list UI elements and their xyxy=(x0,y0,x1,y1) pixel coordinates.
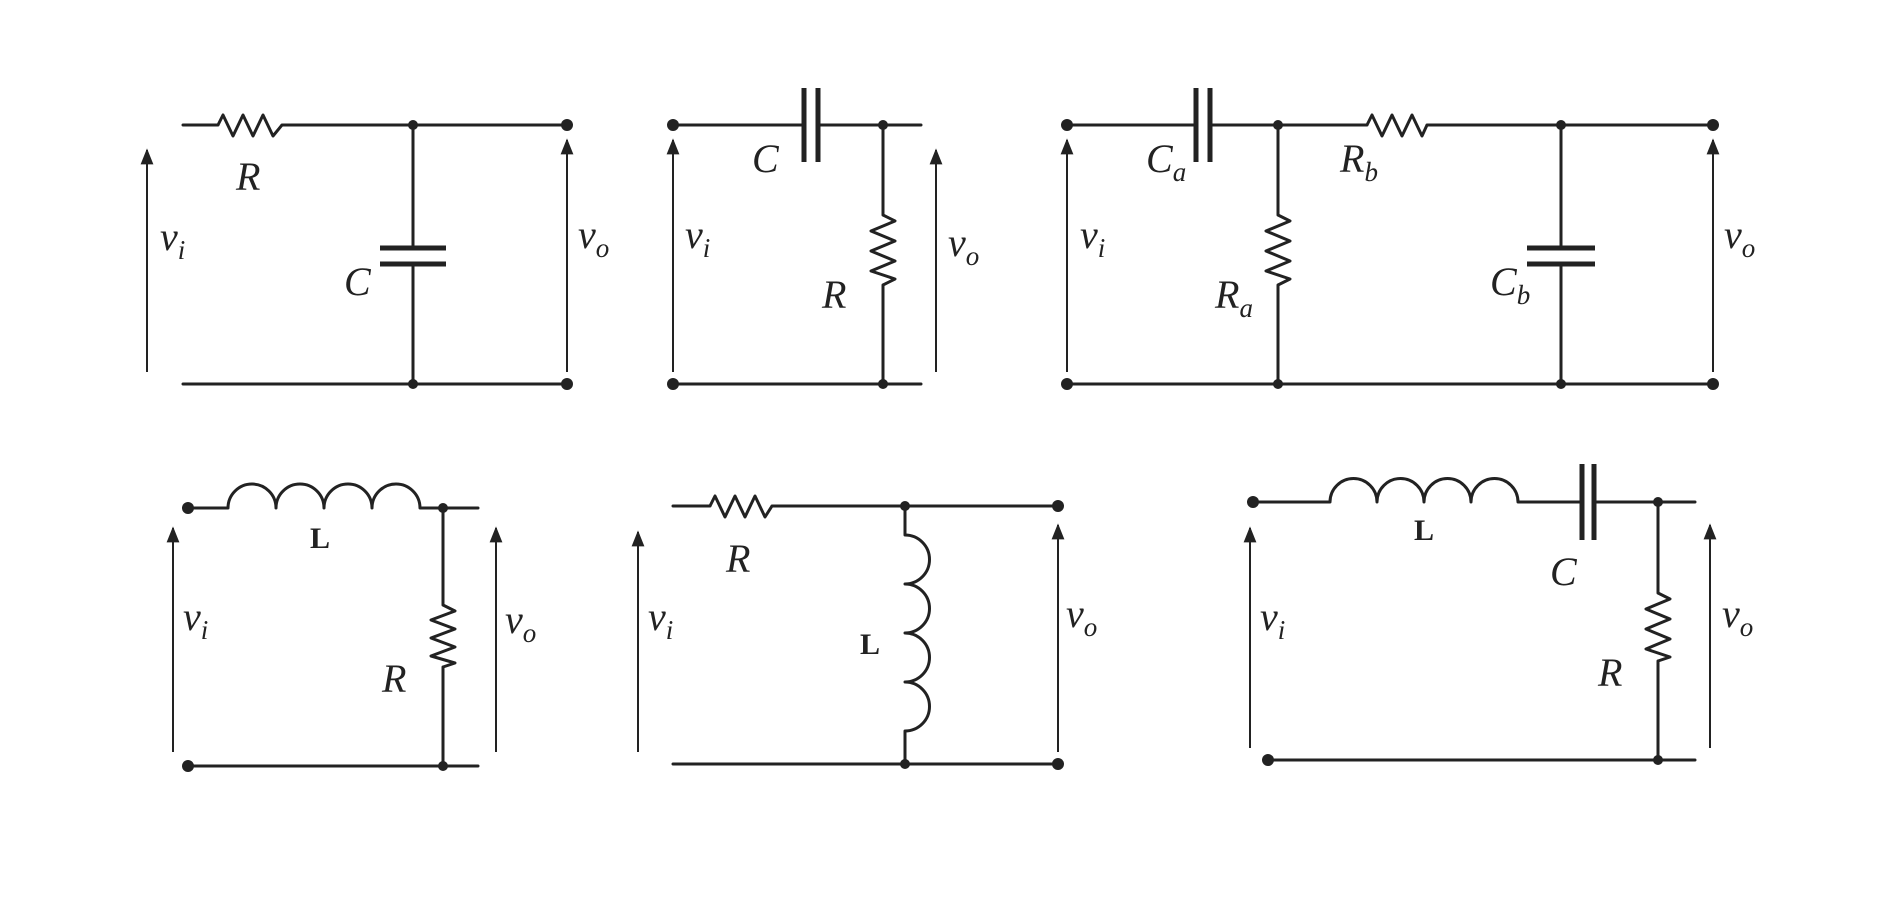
label-rb: Rb xyxy=(1339,136,1378,187)
label-cb: Cb xyxy=(1490,259,1530,310)
circuit-lcr-series: L C R vi vo xyxy=(1243,464,1753,766)
capacitor-c xyxy=(801,88,821,162)
label-r: R xyxy=(821,272,846,317)
node-dot xyxy=(438,503,448,513)
label-r: R xyxy=(381,656,406,701)
wires xyxy=(181,123,569,386)
label-vi: vi xyxy=(1080,212,1105,263)
node-dot xyxy=(1653,497,1663,507)
resistor-r xyxy=(1644,591,1672,663)
circuit-cr-highpass: C R vi vo xyxy=(666,88,979,390)
label-vi: vi xyxy=(160,214,185,265)
label-c: C xyxy=(752,136,780,181)
inductor-l xyxy=(226,482,422,510)
label-vi: vi xyxy=(183,594,208,645)
label-vo: vo xyxy=(1066,591,1097,642)
label-l: L xyxy=(310,522,330,555)
node-dot xyxy=(1653,755,1663,765)
label-vi: vi xyxy=(685,212,710,263)
resistor-r xyxy=(869,213,897,287)
wires xyxy=(1065,123,1715,386)
label-r: R xyxy=(725,536,750,581)
label-c: C xyxy=(344,259,372,304)
node-dot xyxy=(408,379,418,389)
wires xyxy=(1251,500,1697,762)
capacitor-c xyxy=(1579,464,1597,540)
node-dot xyxy=(1556,379,1566,389)
terminal-dot xyxy=(1707,119,1719,131)
circuit-rc-lowpass: R C vi vo xyxy=(140,113,609,390)
capacitor-ca xyxy=(1193,88,1213,162)
circuit-rl-highpass: R L vi vo xyxy=(631,494,1097,770)
circuit-lr-lowpass: L R vi vo xyxy=(166,482,536,772)
circuit-bandpass: Ca Rb Ra Cb vi vo xyxy=(1060,88,1755,390)
label-vi: vi xyxy=(648,594,673,645)
node-dot xyxy=(900,759,910,769)
resistor-r xyxy=(708,494,774,519)
inductor-l xyxy=(903,533,931,733)
label-vo: vo xyxy=(1722,591,1753,642)
terminal-dot xyxy=(182,502,194,514)
capacitor-c xyxy=(380,245,446,267)
node-dot xyxy=(408,120,418,130)
resistor-ra xyxy=(1264,213,1292,287)
label-vo: vo xyxy=(505,597,536,648)
wires xyxy=(186,506,480,768)
label-c: C xyxy=(1550,549,1578,594)
terminal-dot xyxy=(1061,378,1073,390)
terminal-dot xyxy=(1247,496,1259,508)
terminal-dot xyxy=(667,378,679,390)
label-ra: Ra xyxy=(1214,272,1253,323)
terminal-dot xyxy=(1061,119,1073,131)
label-vo: vo xyxy=(578,212,609,263)
resistor-r xyxy=(216,113,284,138)
inductor-l xyxy=(1328,477,1520,504)
terminal-dot xyxy=(1052,758,1064,770)
resistor-rb xyxy=(1365,113,1429,138)
terminal-dot xyxy=(1052,500,1064,512)
terminal-dot xyxy=(667,119,679,131)
label-l: L xyxy=(860,628,880,661)
node-dot xyxy=(438,761,448,771)
terminal-dot xyxy=(561,119,573,131)
label-vo: vo xyxy=(948,220,979,271)
node-dot xyxy=(1273,379,1283,389)
label-r: R xyxy=(235,154,260,199)
terminal-dot xyxy=(1707,378,1719,390)
terminal-dot xyxy=(1262,754,1274,766)
terminal-dot xyxy=(182,760,194,772)
label-r: R xyxy=(1597,650,1622,695)
node-dot xyxy=(1556,120,1566,130)
resistor-r xyxy=(429,603,457,669)
terminal-dot xyxy=(561,378,573,390)
node-dot xyxy=(878,120,888,130)
label-vi: vi xyxy=(1260,594,1285,645)
capacitor-cb xyxy=(1527,245,1595,267)
node-dot xyxy=(878,379,888,389)
node-dot xyxy=(1273,120,1283,130)
label-l: L xyxy=(1414,514,1434,547)
label-ca: Ca xyxy=(1146,136,1186,187)
label-vo: vo xyxy=(1724,212,1755,263)
node-dot xyxy=(900,501,910,511)
